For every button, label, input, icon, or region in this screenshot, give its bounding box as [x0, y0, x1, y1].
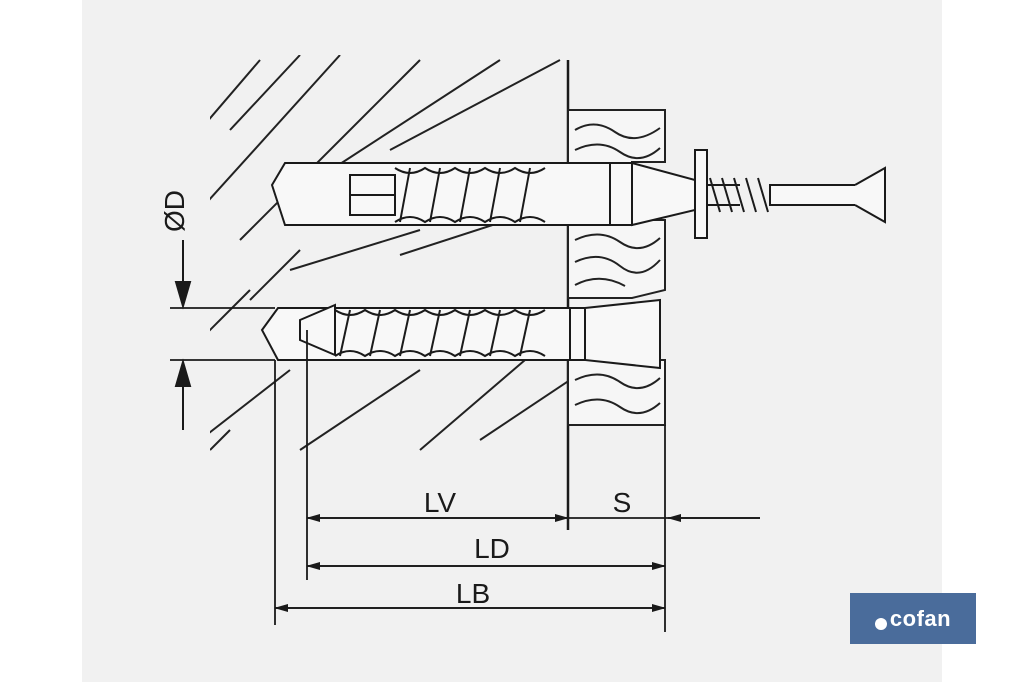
lv-label: LV: [424, 487, 456, 518]
logo-dot-icon: [874, 617, 887, 630]
logo-wordmark: cofan: [889, 605, 952, 631]
diameter-dimension: [174, 240, 192, 430]
brand-logo: cofan: [850, 593, 976, 644]
wood-fixture: [567, 109, 666, 426]
lower-anchor-inserted: [260, 298, 661, 370]
ld-label: LD: [474, 533, 510, 564]
wall-hatching: [210, 55, 568, 451]
s-label: S: [613, 487, 632, 518]
diameter-label: ØD: [159, 190, 190, 232]
lb-label: LB: [456, 578, 490, 609]
upper-anchor-installed: [270, 149, 886, 239]
dimension-extension-lines: [274, 330, 666, 632]
drill-hole-outline: [170, 307, 275, 361]
